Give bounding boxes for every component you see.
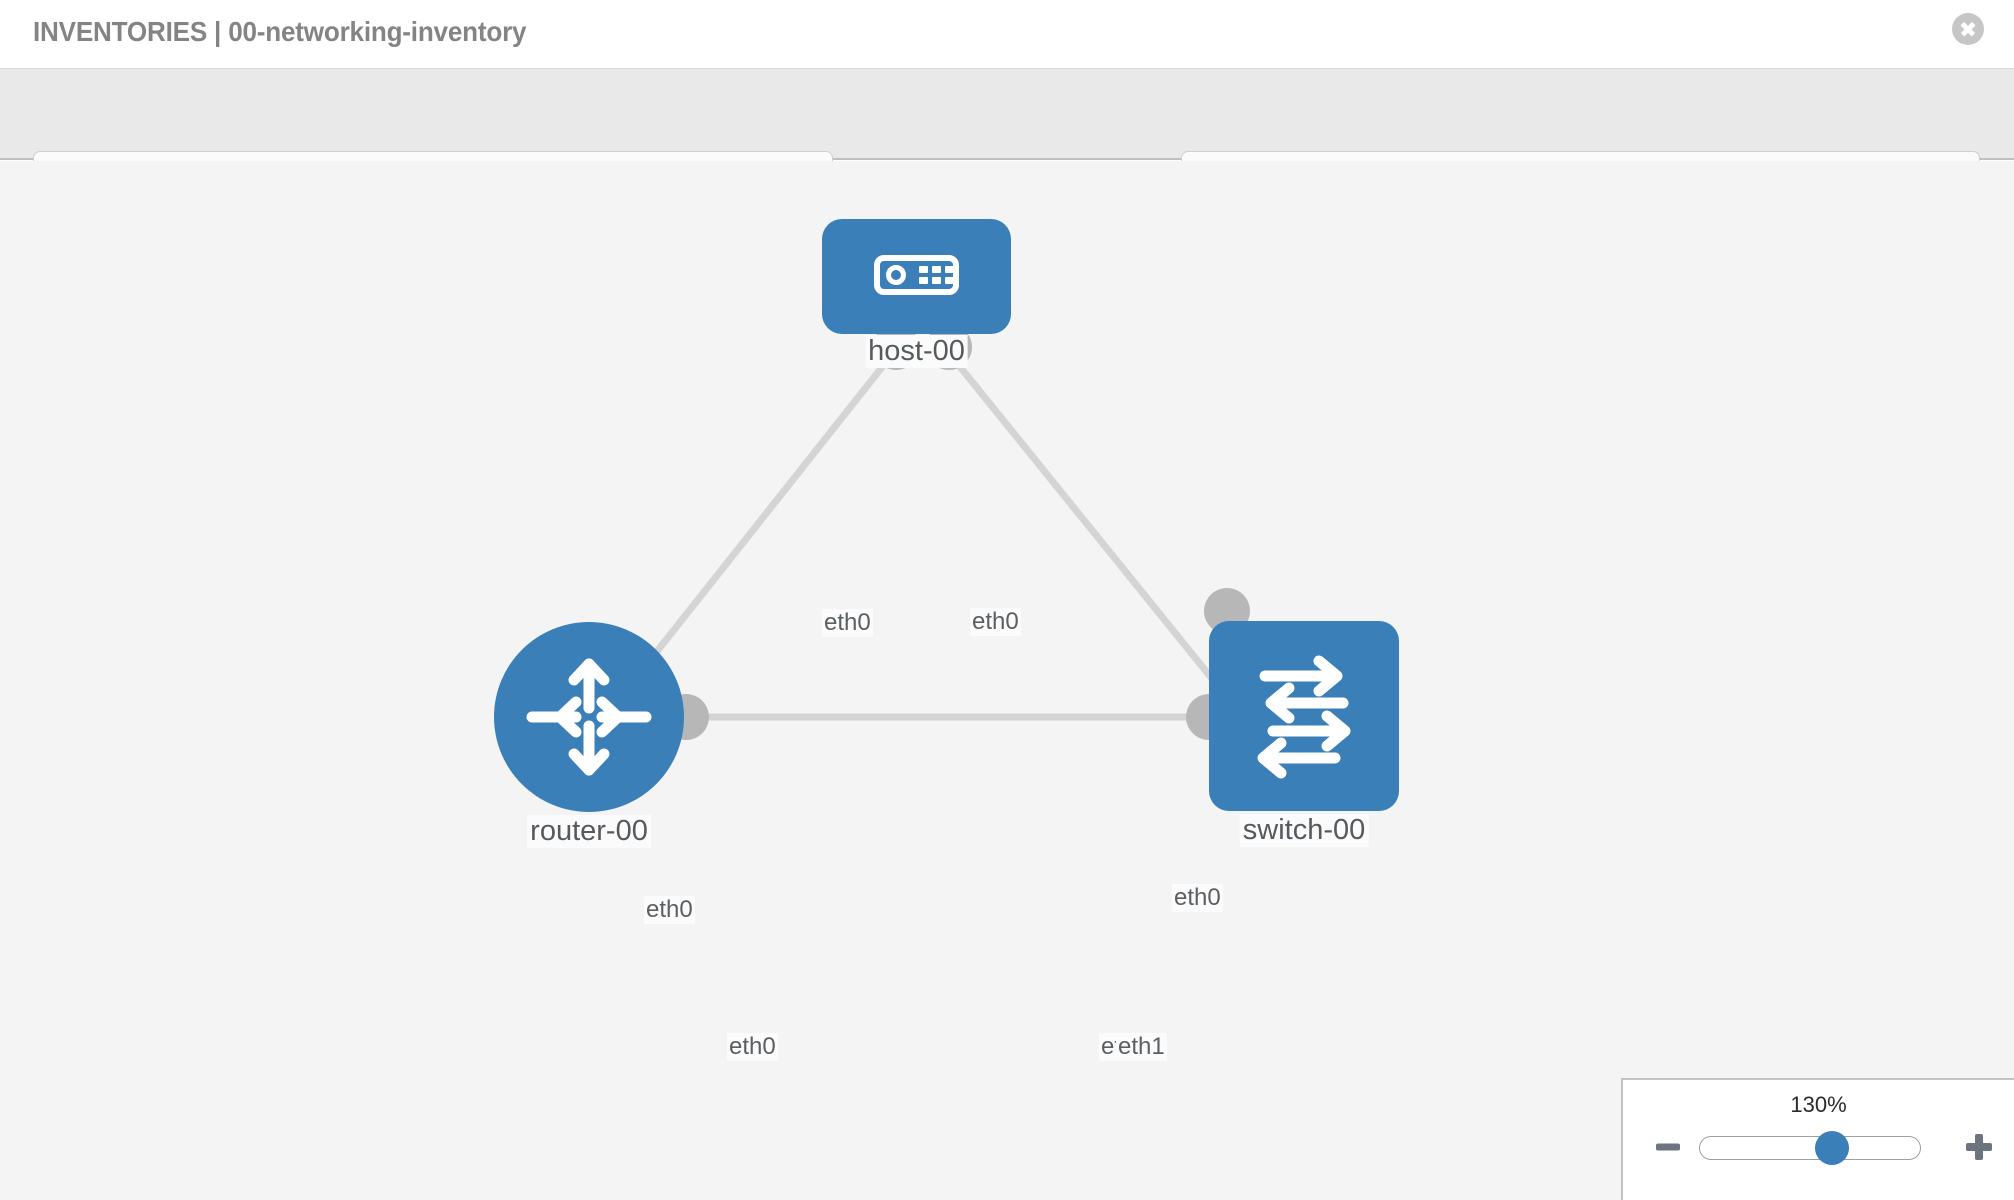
- page-title: INVENTORIES | 00-networking-inventory: [33, 16, 527, 47]
- topology-node-label-host-00: host-00: [865, 335, 968, 368]
- link-label-host-right: eth0: [970, 608, 1021, 636]
- zoom-slider-handle[interactable]: [1815, 1131, 1849, 1165]
- topology-node-switch-00[interactable]: switch-00: [1209, 621, 1399, 847]
- zoom-slider-track[interactable]: [1699, 1131, 1921, 1165]
- link-label-switch-up: eth0: [1172, 884, 1223, 912]
- switch-arrows-icon: [1209, 621, 1399, 811]
- zoom-control-panel: 130%: [1621, 1078, 2014, 1200]
- topology-node-label-switch-00: switch-00: [1239, 814, 1369, 847]
- link-host-switch: [940, 343, 1247, 721]
- server-icon: [822, 219, 1011, 334]
- topology-canvas[interactable]: eth0 eth0 eth0 eth0 eth0 eth0 eth1: [0, 161, 2014, 1200]
- close-icon[interactable]: [1952, 13, 1984, 45]
- topology-node-router-00[interactable]: router-00: [494, 622, 684, 848]
- toolbar: ACTIONS SEARCH: [0, 69, 2014, 203]
- topology-node-host-00[interactable]: host-00: [822, 219, 1011, 368]
- link-label-host-left: eth0: [822, 609, 873, 637]
- zoom-in-button[interactable]: [1962, 1130, 1996, 1164]
- link-label-switch-left-b: eth1: [1116, 1033, 1167, 1061]
- zoom-slider-row: [1623, 1130, 2014, 1170]
- topology-node-label-router-00: router-00: [527, 815, 651, 848]
- router-arrows-icon: [494, 622, 684, 812]
- zoom-out-button[interactable]: [1651, 1130, 1685, 1164]
- page-header: INVENTORIES | 00-networking-inventory: [0, 0, 2014, 69]
- link-label-router-up: eth0: [644, 896, 695, 924]
- zoom-level-value: 130%: [1790, 1092, 1847, 1117]
- link-label-router-right: eth0: [727, 1033, 778, 1061]
